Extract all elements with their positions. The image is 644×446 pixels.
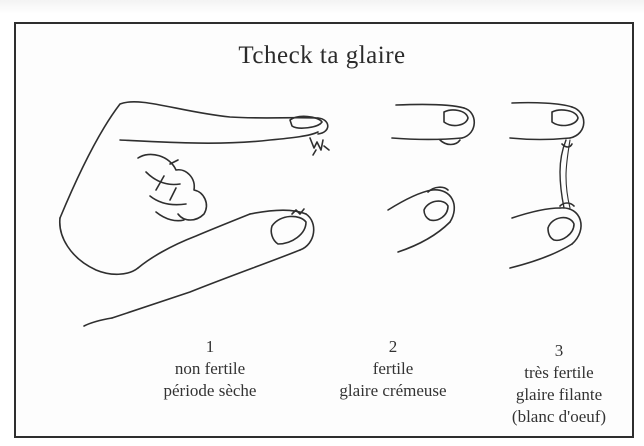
- stage-line: période sèche: [140, 380, 280, 402]
- upper-finger-nail-3: [552, 110, 578, 125]
- strand-drop-bottom: [560, 203, 574, 206]
- upper-finger-top: [396, 104, 464, 108]
- palm-outline: [60, 218, 138, 274]
- mucus-strand-inner: [566, 140, 570, 208]
- curled-finger-edge: [138, 214, 250, 268]
- mucus-strand: [560, 140, 566, 208]
- stage-line: fertile: [318, 358, 468, 380]
- stage-caption-3: 3 très fertile glaire filante (blanc d'o…: [484, 340, 634, 428]
- wrist-line: [84, 318, 112, 326]
- upper-finger-top-3: [512, 103, 572, 107]
- fingers-illustration-creamy: [388, 104, 474, 252]
- stage-number: 2: [318, 336, 468, 358]
- upper-finger-bottom: [392, 138, 462, 140]
- stage-number: 3: [484, 340, 634, 362]
- stage-caption-2: 2 fertile glaire crémeuse: [318, 336, 468, 402]
- stage-caption-1: 1 non fertile période sèche: [140, 336, 280, 402]
- lower-thumb-bottom: [398, 222, 450, 252]
- lower-thumb-bottom-3: [510, 244, 572, 268]
- stage-line: (blanc d'oeuf): [484, 406, 634, 428]
- stage-line: non fertile: [140, 358, 280, 380]
- index-finger-underside: [120, 132, 318, 143]
- knuckle-lines: [138, 154, 206, 220]
- lower-thumb-top-3: [512, 208, 560, 218]
- dry-residue-top: [310, 138, 329, 155]
- stage-number: 1: [140, 336, 280, 358]
- creamy-drop-top: [440, 140, 460, 145]
- stage-line: glaire filante: [484, 384, 634, 406]
- upper-finger-nail: [444, 110, 468, 125]
- thumb-lower: [112, 250, 300, 318]
- thumb-nail: [271, 216, 306, 244]
- finger-crease-2: [150, 196, 186, 205]
- upper-finger-bottom-3: [510, 138, 570, 140]
- lower-thumb-nail: [424, 201, 448, 220]
- stage-line: glaire crémeuse: [318, 380, 468, 402]
- hand-illustration-dry: [60, 102, 329, 326]
- fingers-illustration-stretchy: [510, 103, 584, 268]
- stage-line: très fertile: [484, 362, 634, 384]
- lower-thumb-nail-3: [548, 218, 574, 241]
- index-finger-outline: [60, 102, 318, 218]
